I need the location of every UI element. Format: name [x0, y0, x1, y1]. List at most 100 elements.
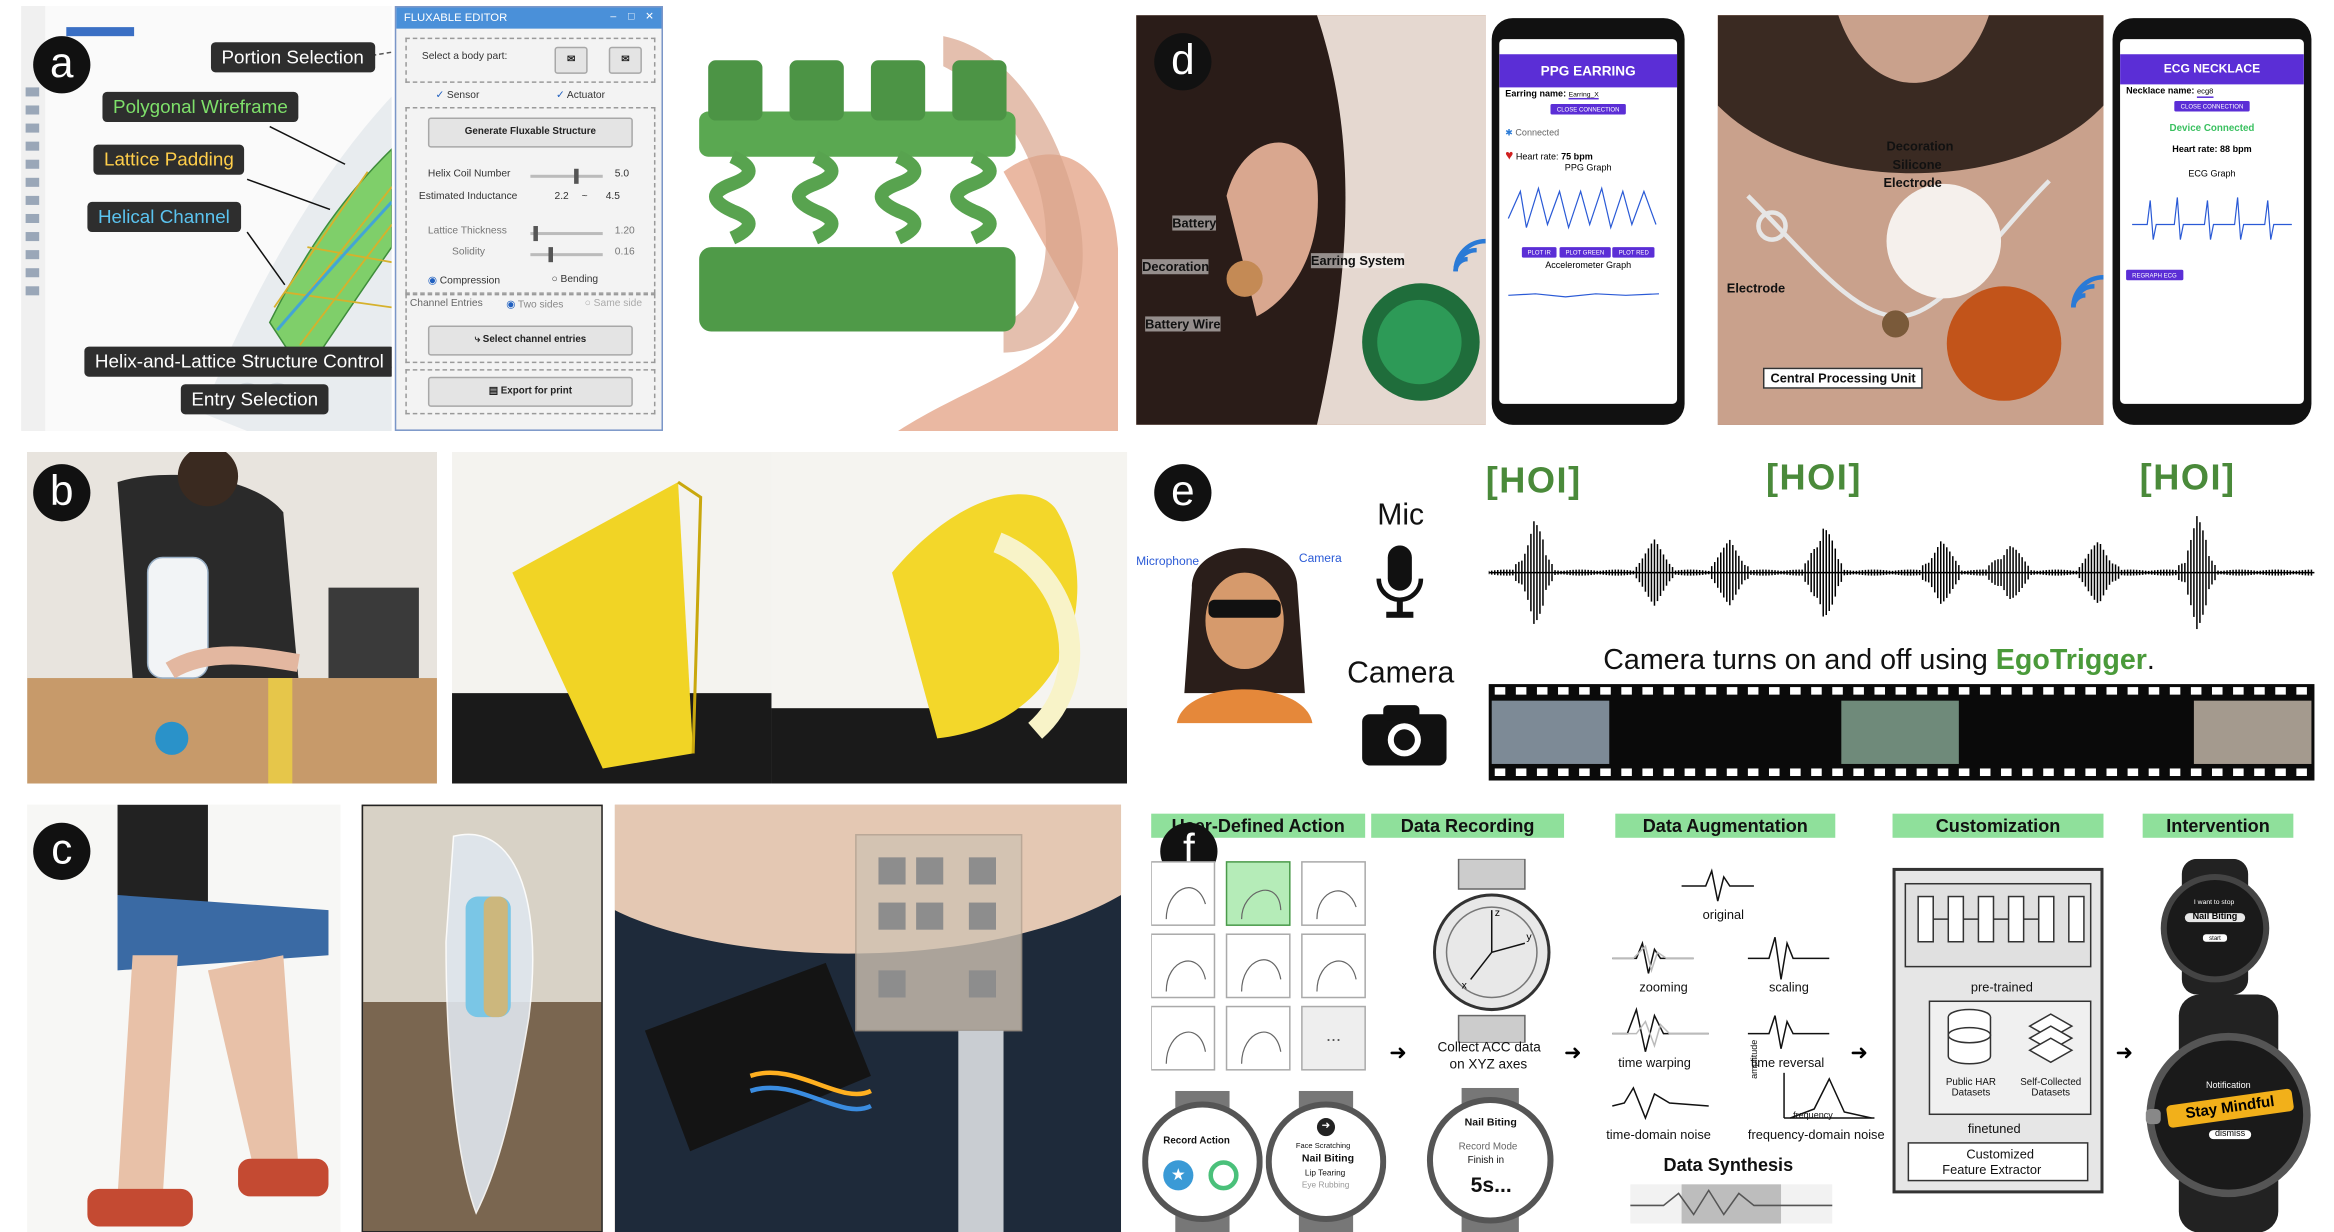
ppg-close-connection-button[interactable]: CLOSE CONNECTION: [1550, 103, 1626, 115]
actuator-checkbox[interactable]: ✓ Actuator: [556, 89, 605, 101]
film-perforation: [1536, 768, 1548, 777]
necklace-name-input[interactable]: ecg8: [2196, 87, 2214, 98]
coil-slider[interactable]: [530, 168, 603, 184]
ecg-app-screen: ECG NECKLACE Necklace name: ecg8 CLOSE C…: [2120, 39, 2304, 404]
film-perforation: [2106, 768, 2118, 777]
augmentation-block: original zooming scaling time warping ti…: [1603, 853, 1885, 1232]
film-perforation: [1916, 768, 1928, 777]
necklace-name-label: Necklace name:: [2126, 87, 2195, 97]
menu-item-face-scratching[interactable]: Face Scratching: [1295, 1142, 1351, 1152]
header-customization: Customization: [1892, 813, 2104, 838]
film-perforation: [1958, 768, 1970, 777]
thickness-label: Lattice Thickness: [427, 226, 507, 237]
fluxable-editor-window[interactable]: FLUXABLE EDITOR – □ ✕ Select a body part…: [394, 6, 663, 431]
acc-graph: [1508, 293, 1660, 298]
menu-item-eye-rubbing[interactable]: Eye Rubbing: [1301, 1181, 1350, 1191]
close-icon[interactable]: ✕: [645, 12, 654, 23]
record-target-button[interactable]: [1208, 1160, 1239, 1191]
panel-c-photo-leg: [27, 804, 341, 1232]
arrow-icon: ➜: [1564, 1039, 1582, 1064]
compression-radio[interactable]: ◉ Compression: [428, 274, 500, 287]
neck-electrodes-scene: [614, 804, 1122, 1232]
ppg-app-screen: PPG EARRING Earring name: Earring_X CLOS…: [1499, 39, 1678, 404]
pretrained-label: pre-trained: [1970, 979, 2033, 995]
body-part-section: Select a body part: ✉ ✉: [405, 37, 656, 83]
film-perforation: [2085, 768, 2096, 777]
select-channel-button[interactable]: ⤷ Select channel entries: [427, 325, 633, 356]
film-perforation: [2043, 768, 2054, 777]
two-sides-radio[interactable]: ◉ Two sides: [506, 298, 563, 311]
acc-graph-title: Accelerometer Graph: [1545, 262, 1632, 272]
svg-text:x: x: [1462, 979, 1468, 991]
aug-time-domain-noise: time-domain noise: [1606, 1127, 1711, 1143]
actuator-label: Actuator: [566, 90, 606, 101]
sensor-checkbox[interactable]: ✓ Sensor: [435, 89, 479, 101]
svg-text:y: y: [1526, 931, 1532, 943]
generate-structure-button[interactable]: Generate Fluxable Structure: [427, 117, 633, 148]
inductance-high: 4.5: [605, 191, 620, 202]
coil-value: 5.0: [614, 168, 630, 180]
menu-item-nail-biting[interactable]: Nail Biting: [1301, 1154, 1355, 1165]
plot-red-button[interactable]: PLOT RED: [1612, 247, 1655, 258]
thickness-slider[interactable]: [530, 226, 603, 242]
film-perforation: [1600, 768, 1611, 777]
dataset-icons: [1947, 1008, 2074, 1065]
ecg-close-connection-button[interactable]: CLOSE CONNECTION: [2174, 100, 2250, 112]
rec-countdown: 5s...: [1470, 1172, 1512, 1197]
body-part-left-button[interactable]: ✉: [554, 46, 588, 74]
film-perforation: [1494, 768, 1506, 777]
camera-small-label: Camera: [1298, 551, 1342, 566]
film-perforation: [2085, 687, 2096, 695]
earring-name-input[interactable]: Earring_X: [1568, 90, 1599, 100]
film-perforation: [1558, 768, 1569, 777]
regraph-ecg-button[interactable]: REGRAPH ECG: [2126, 269, 2183, 281]
microphone-icon: [1374, 545, 1425, 620]
export-print-button[interactable]: ▤ Export for print: [427, 376, 633, 407]
seated-arm-scene: [27, 452, 437, 784]
film-perforation: [1726, 768, 1738, 777]
maximize-icon[interactable]: □: [627, 12, 635, 23]
same-side-radio[interactable]: ○ Same side: [585, 298, 642, 309]
minimize-icon[interactable]: –: [610, 12, 617, 23]
aug-frequency-axis: frequency: [1793, 1112, 1833, 1122]
film-perforation: [2190, 768, 2202, 777]
green-spring-hand-photo: [672, 6, 1119, 431]
arrow-right-icon[interactable]: ➜: [1316, 1118, 1336, 1137]
bending-radio[interactable]: ○ Bending: [551, 274, 598, 285]
action-sketches: [1150, 861, 1366, 1071]
label-battery: Battery: [1172, 215, 1217, 231]
film-perforation: [2233, 768, 2244, 777]
check-icon: ✓: [435, 90, 445, 101]
hoi-marker-1: [HOI]: [1485, 461, 1582, 502]
watch1-start-button[interactable]: start: [2202, 934, 2228, 942]
tag-entry-selection: Entry Selection: [180, 384, 329, 415]
camera-filmstrip: [1488, 684, 2315, 781]
egocentric-user-illustration: [1169, 527, 1320, 724]
feature-extractor-box: Customized Feature Extractor: [1907, 1142, 2089, 1182]
body-part-right-button[interactable]: ✉: [608, 46, 642, 74]
film-perforation: [2296, 768, 2307, 777]
datasets-box: Public HAR Datasets Self-Collected Datas…: [1928, 1000, 2092, 1116]
film-perforation: [1684, 768, 1696, 777]
record-star-button[interactable]: ★: [1163, 1160, 1194, 1191]
film-perforation: [1621, 687, 1632, 695]
wireframe-leg-model: [363, 806, 602, 1232]
film-perforation: [1726, 687, 1738, 695]
film-perforation: [1768, 768, 1780, 777]
editor-title-bar: FLUXABLE EDITOR – □ ✕: [396, 7, 662, 29]
tag-lattice-padding: Lattice Padding: [93, 144, 245, 175]
panel-b-photo-sleeve-bent: [771, 452, 1128, 784]
menu-item-lip-tearing[interactable]: Lip Tearing: [1304, 1169, 1346, 1179]
film-perforation: [1832, 768, 1843, 777]
film-perforation: [2211, 687, 2223, 695]
watch1-label: Nail Biting: [2184, 913, 2246, 923]
leg-sleeve-scene: [87, 804, 329, 1227]
plot-ir-button[interactable]: PLOT IR: [1521, 247, 1557, 258]
plot-green-button[interactable]: PLOT GREEN: [1559, 247, 1611, 258]
camera-icon: [1359, 702, 1449, 768]
watch2-dismiss-button[interactable]: dismiss: [2208, 1130, 2252, 1140]
more-actions-icon[interactable]: ...: [1325, 1024, 1342, 1046]
solidity-slider[interactable]: [530, 247, 603, 263]
structure-section: Generate Fluxable Structure Helix Coil N…: [405, 106, 656, 294]
